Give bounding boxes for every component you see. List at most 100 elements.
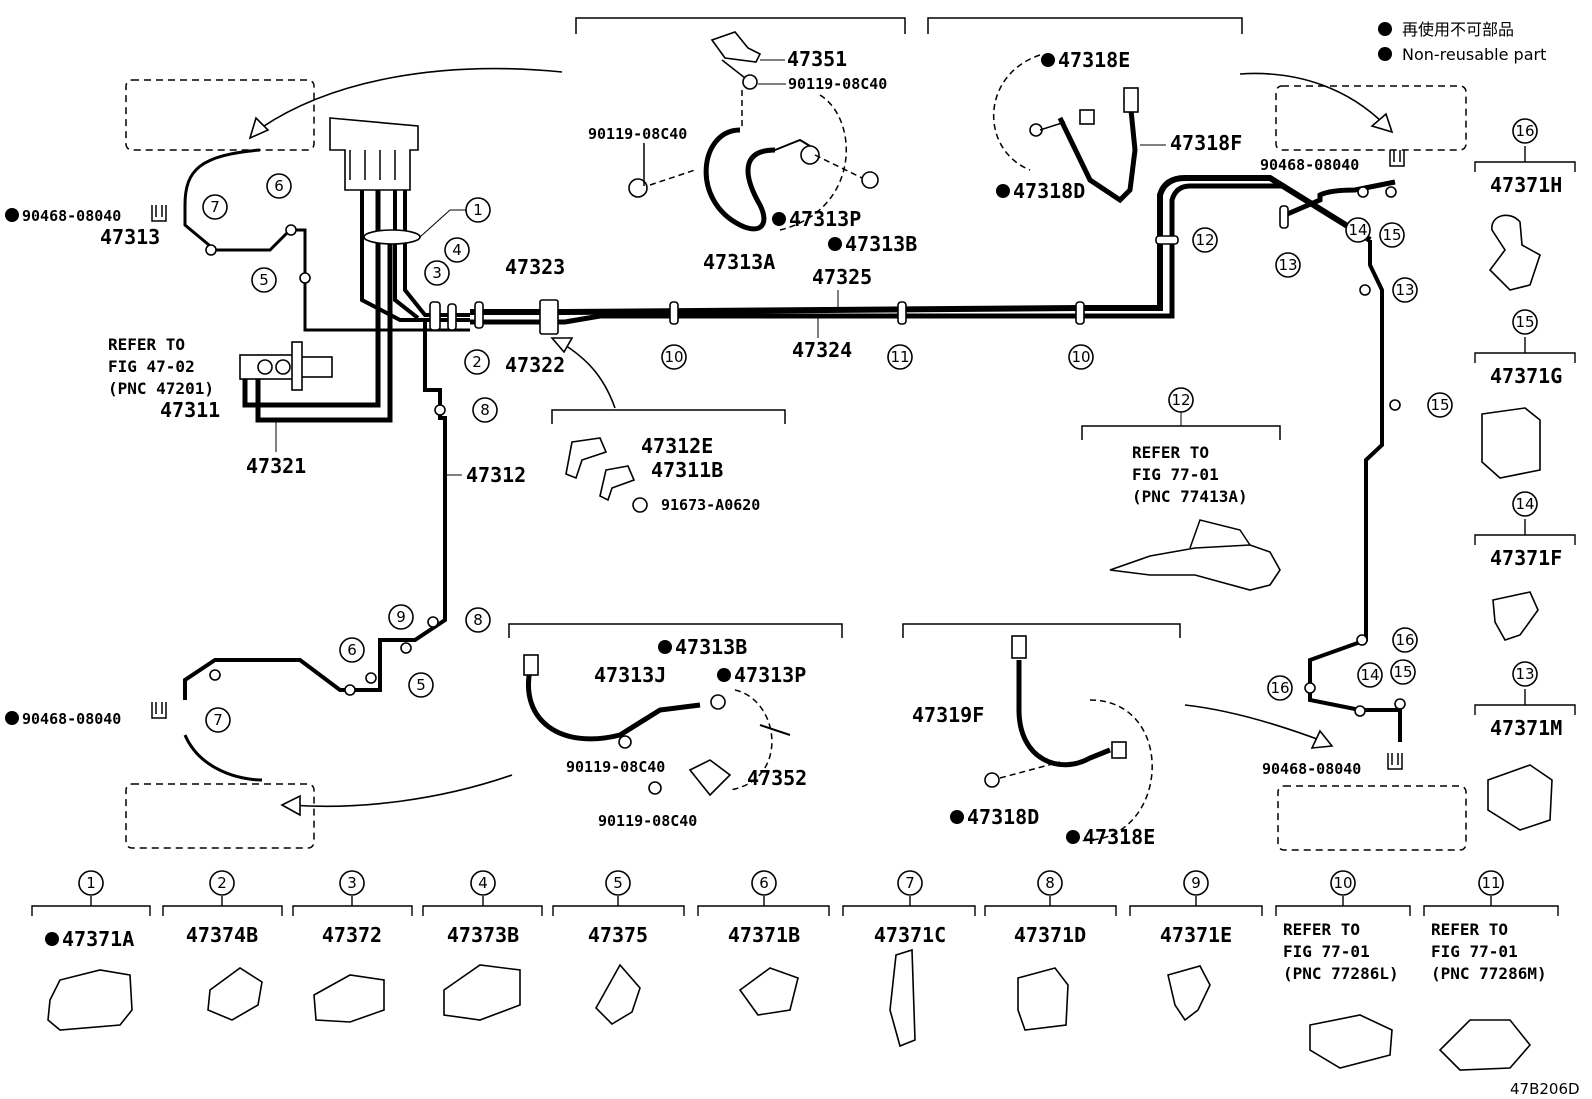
svg-text:7: 7: [213, 711, 223, 729]
callout-12: 12: [1192, 227, 1218, 253]
svg-text:8: 8: [1045, 874, 1055, 892]
svg-text:7: 7: [210, 198, 220, 216]
bottom-part-icons: [47, 948, 1532, 1071]
svg-text:12: 12: [1195, 231, 1214, 249]
bottom-item-4: 4 47373B: [447, 870, 519, 947]
label-47312e: 47312E: [641, 434, 713, 458]
label-ref1-line3: (PNC 47201): [108, 379, 214, 398]
tube-clips: [205, 186, 1406, 717]
label-90119-08c40-top1: 90119-08C40: [788, 75, 887, 93]
label-90468-08040-tl: 90468-08040: [22, 207, 121, 225]
callout-5a: 5: [251, 267, 277, 293]
nonreusable-47313b-top-icon: [828, 237, 842, 251]
svg-text:14: 14: [1360, 666, 1379, 684]
bottom-item-7: 7 47371C: [874, 870, 946, 947]
nonreusable-47318e-top-icon: [1041, 53, 1055, 67]
svg-text:14: 14: [1515, 495, 1534, 513]
label-47371g: 47371G: [1490, 364, 1562, 388]
svg-text:11: 11: [1481, 874, 1500, 892]
nonreusable-47371a-icon: [45, 932, 59, 946]
svg-text:11: 11: [890, 348, 909, 366]
callouts: 1 2 3 4 5 5 6 6 7 7 8 8 9 10 10 11 12 13…: [202, 118, 1538, 733]
svg-text:47371B: 47371B: [728, 923, 800, 947]
bottom-item-1: 1 47371A: [45, 870, 134, 951]
legend-jp-dot-icon: [1378, 22, 1392, 36]
master-cylinder: [239, 341, 333, 391]
svg-text:13: 13: [1395, 281, 1414, 299]
svg-text:REFER TO: REFER TO: [1431, 920, 1508, 939]
label-47313: 47313: [100, 225, 160, 249]
svg-text:47372: 47372: [322, 923, 382, 947]
bottom-item-5: 5 47375: [588, 870, 648, 947]
callout-15-right: 15: [1512, 309, 1538, 335]
right-brackets: [1474, 146, 1576, 715]
clip-77286l-icon: [1309, 1014, 1393, 1069]
svg-text:8: 8: [473, 611, 483, 629]
clip-47371b-icon: [738, 967, 799, 1016]
callout-1: 1: [419, 197, 491, 238]
label-ref12-line2: FIG 77-01: [1132, 465, 1219, 484]
svg-text:9: 9: [396, 608, 406, 626]
label-90119-08c40-top2: 90119-08C40: [588, 125, 687, 143]
callout-14-right: 14: [1512, 491, 1538, 517]
svg-text:15: 15: [1430, 396, 1449, 414]
clip-47373b-icon: [443, 964, 521, 1021]
clip-47374b-icon: [207, 967, 263, 1021]
clip-47371c-icon: [889, 948, 916, 1048]
wheel-boxes: [125, 79, 1467, 851]
callout-13-right: 13: [1512, 661, 1538, 687]
bottom-item-2: 2 47374B: [186, 870, 258, 947]
arrows: [248, 67, 1394, 817]
svg-text:FIG 77-01: FIG 77-01: [1431, 942, 1518, 961]
nonreusable-47318d-top-icon: [996, 184, 1010, 198]
svg-text:13: 13: [1515, 665, 1534, 683]
svg-text:4: 4: [452, 241, 462, 259]
svg-text:2: 2: [217, 874, 227, 892]
clip-47372-icon: [313, 974, 385, 1023]
callout-3: 3: [424, 260, 450, 286]
detail-rear-right: [984, 635, 1153, 842]
label-47313p-bot: 47313P: [734, 663, 806, 687]
svg-text:5: 5: [416, 676, 426, 694]
label-47319f: 47319F: [912, 703, 984, 727]
callout-8a: 8: [472, 397, 498, 423]
svg-text:2: 2: [472, 353, 482, 371]
label-47318d-bot: 47318D: [967, 805, 1039, 829]
svg-text:5: 5: [613, 874, 623, 892]
label-47311b: 47311B: [651, 458, 723, 482]
callout-6a: 6: [266, 173, 292, 199]
clip-47375-icon: [595, 963, 641, 1026]
nonreusable-47313b-bot-icon: [658, 640, 672, 654]
label-47323: 47323: [505, 255, 565, 279]
abs-actuator: [329, 117, 421, 245]
clip-47371d-icon: [1017, 967, 1069, 1031]
callout-7a: 7: [202, 194, 228, 220]
svg-text:16: 16: [1395, 631, 1414, 649]
detail-front-left: [628, 31, 879, 232]
label-47313p-top: 47313P: [789, 207, 861, 231]
svg-text:47371D: 47371D: [1014, 923, 1086, 947]
callout-14a: 14: [1345, 217, 1371, 243]
label-90119-08c40-bot2: 90119-08C40: [598, 812, 697, 830]
legend-en-dot-icon: [1378, 47, 1392, 61]
clip-47371e-icon: [1167, 965, 1211, 1022]
svg-text:6: 6: [274, 177, 284, 195]
bottom-item-8: 8 47371D: [1014, 870, 1086, 947]
bottom-item-11: 11 REFER TO FIG 77-01 (PNC 77286M): [1431, 870, 1547, 983]
svg-text:7: 7: [905, 874, 915, 892]
callout-15b: 15: [1427, 392, 1453, 418]
group-brackets-top: [508, 17, 1281, 638]
svg-text:16: 16: [1515, 122, 1534, 140]
bottom-brackets: [31, 896, 1559, 916]
svg-text:15: 15: [1515, 313, 1534, 331]
callout-15c: 15: [1390, 659, 1416, 685]
svg-text:REFER TO: REFER TO: [1283, 920, 1360, 939]
label-47311: 47311: [160, 398, 220, 422]
callout-5b: 5: [408, 672, 434, 698]
bottom-item-3: 3 47372: [322, 870, 382, 947]
svg-text:16: 16: [1270, 679, 1289, 697]
legend-en: Non-reusable part: [1402, 45, 1546, 64]
svg-text:47371C: 47371C: [874, 923, 946, 947]
svg-text:10: 10: [664, 348, 683, 366]
